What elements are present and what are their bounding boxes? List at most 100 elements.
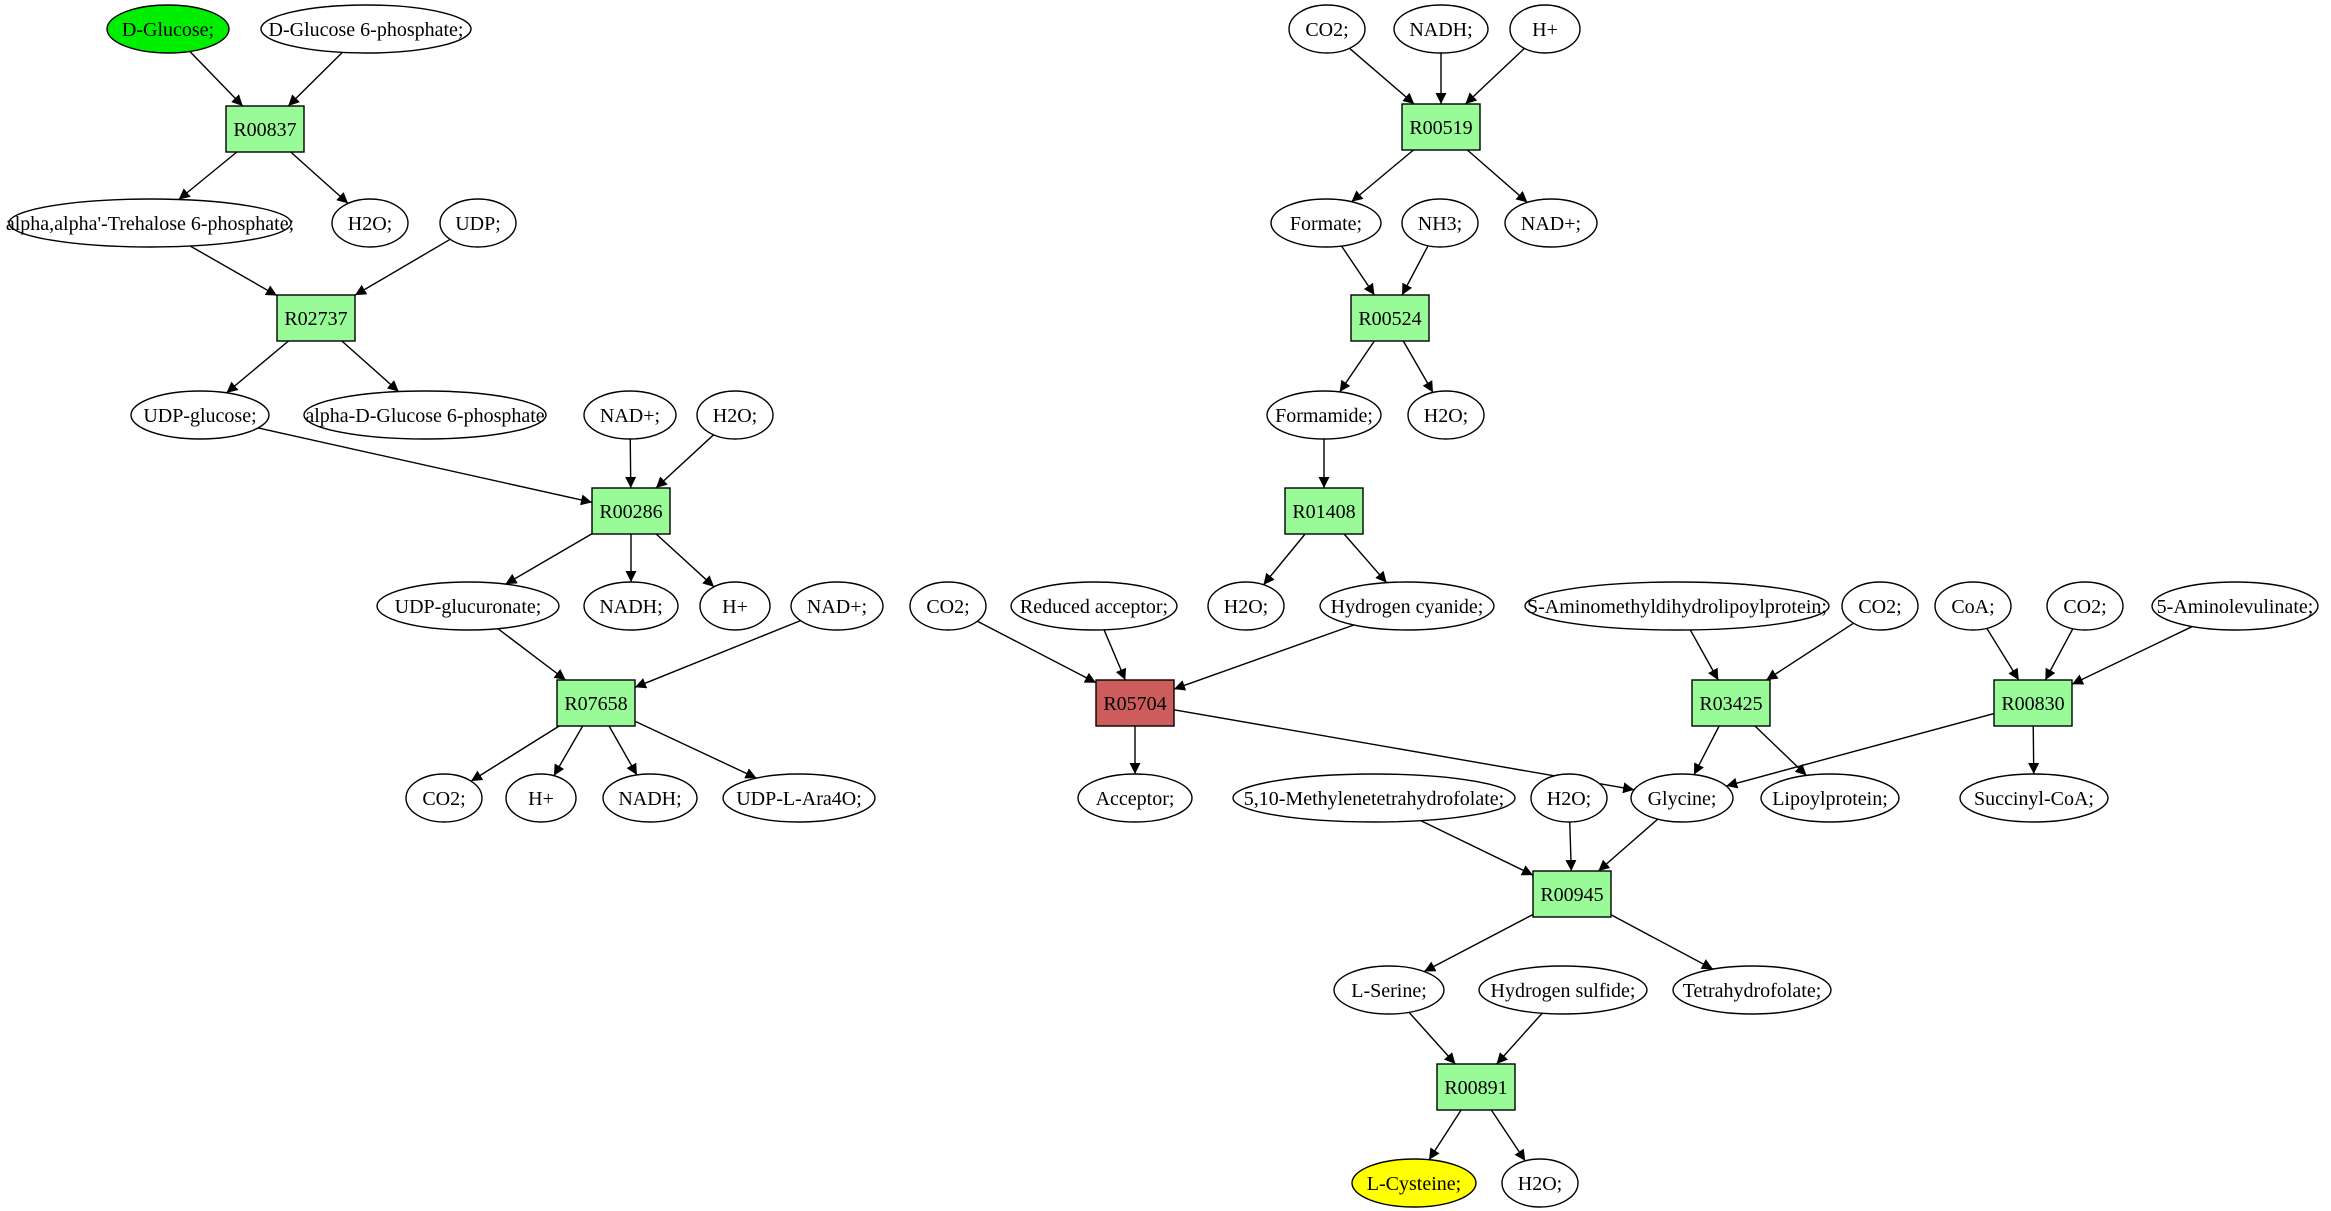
compound-node-c_nadh_2: NADH; [602, 773, 698, 823]
compound-ellipse [1207, 581, 1285, 631]
edge-r_R03425-to-c_lipoylprotein [1754, 725, 1807, 776]
compound-node-c_co2_5: CO2; [2046, 581, 2124, 631]
compound-label: S-Aminomethyldihydrolipoylprotein; [1527, 596, 1827, 618]
reaction-box [1401, 103, 1481, 151]
compound-label: Acceptor; [1096, 788, 1175, 810]
edge-c_coa-to-r_R00830 [1986, 627, 2020, 681]
edge-r_R02737-to-c_udpglucose [226, 340, 289, 394]
reaction-node-r_R00891: R00891 [1436, 1063, 1516, 1111]
compound-ellipse [909, 581, 987, 631]
edge-r_R00830-to-c_glycine [1726, 712, 1995, 789]
compound-node-c_nadp_1: NAD+; [583, 390, 677, 440]
edge-r_R00286-to-c_hplus_1 [655, 533, 715, 588]
edge-c_co2_2-to-r_R00519 [1349, 47, 1415, 105]
compound-node-c_formate: Formate; [1270, 198, 1382, 248]
compound-ellipse [696, 390, 774, 440]
reaction-node-r_R00945: R00945 [1532, 870, 1612, 918]
compound-node-c_mthf: 5,10-Methylenetetrahydrofolate; [1232, 773, 1516, 823]
compound-node-c_coa: CoA; [1934, 581, 2012, 631]
compound-label: 5-Aminolevulinate; [2157, 596, 2314, 618]
edge-r_R01408-to-c_hcn [1343, 533, 1388, 584]
compound-label: CO2; [422, 788, 465, 810]
compound-label: Glycine; [1648, 788, 1717, 810]
compound-ellipse [1077, 773, 1193, 823]
compound-label: H+ [722, 596, 748, 618]
compound-ellipse [1524, 581, 1830, 631]
compound-node-c_dg6p: D-Glucose 6-phosphate; [260, 4, 472, 54]
edge-c_dglucose-to-r_R00837 [189, 50, 244, 107]
edge-r_R00830-to-c_succoa [2028, 725, 2040, 775]
compound-node-c_adg6p: alpha-D-Glucose 6-phosphate [303, 390, 547, 440]
compound-ellipse [1509, 4, 1581, 54]
reaction-node-r_R01408: R01408 [1284, 487, 1364, 535]
reaction-label: R07658 [564, 693, 627, 715]
compound-label: NH3; [1418, 213, 1462, 235]
compound-node-c_nadh_3: NADH; [1393, 4, 1489, 54]
compound-ellipse [2046, 581, 2124, 631]
compound-node-c_co2_1: CO2; [405, 773, 483, 823]
compound-ellipse [439, 198, 517, 248]
compound-label: Formamide; [1275, 405, 1373, 427]
compound-label: CO2; [1305, 19, 1348, 41]
compound-ellipse [405, 773, 483, 823]
compound-node-c_5ala: 5-Aminolevulinate; [2151, 581, 2319, 631]
compound-ellipse [106, 4, 230, 54]
reaction-box [556, 679, 636, 727]
compound-ellipse [376, 581, 560, 631]
edge-c_udpglucuronate-to-r_R07658 [497, 628, 567, 681]
compound-label: NADH; [599, 596, 662, 618]
compound-ellipse [1232, 773, 1516, 823]
compound-ellipse [1333, 965, 1445, 1015]
compound-node-c_glycine: Glycine; [1630, 773, 1734, 823]
compound-label: NADH; [1409, 19, 1472, 41]
compound-ellipse [1288, 4, 1366, 54]
edge-r_R03425-to-c_glycine [1693, 725, 1720, 775]
reaction-box [1993, 679, 2073, 727]
compound-node-c_acceptor: Acceptor; [1077, 773, 1193, 823]
compound-ellipse [1530, 773, 1608, 823]
compound-node-c_h2o_3: H2O; [1407, 390, 1485, 440]
compound-ellipse [1630, 773, 1734, 823]
edge-r_R01408-to-c_h2o_4 [1262, 533, 1306, 586]
compound-label: Tetrahydrofolate; [1683, 980, 1822, 1002]
compound-node-c_co2_3: CO2; [909, 581, 987, 631]
compound-label: NAD+; [600, 405, 660, 427]
compound-label: 5,10-Methylenetetrahydrofolate; [1244, 788, 1504, 810]
reaction-box [225, 105, 305, 153]
compound-node-c_udpglucuronate: UDP-glucuronate; [376, 581, 560, 631]
compound-label: L-Cysteine; [1367, 1173, 1461, 1195]
compound-node-c_nadp_2: NAD+; [790, 581, 884, 631]
compound-node-c_udpglucose: UDP-glucose; [130, 390, 270, 440]
compound-label: H+ [528, 788, 554, 810]
edge-c_nadp_2-to-r_R07658 [634, 620, 801, 689]
compound-node-c_h2o_5: H2O; [1530, 773, 1608, 823]
compound-label: CoA; [1951, 596, 1994, 618]
edge-c_formate-to-r_R00524 [1340, 245, 1376, 296]
compound-ellipse [1959, 773, 2109, 823]
compound-label: L-Serine; [1351, 980, 1427, 1002]
compound-ellipse [602, 773, 698, 823]
reaction-node-r_R00519: R00519 [1401, 103, 1481, 151]
edge-c_mthf-to-r_R00945 [1420, 820, 1534, 876]
reaction-node-r_R00524: R00524 [1350, 294, 1430, 342]
reaction-label: R00830 [2001, 693, 2064, 715]
edge-c_co2_4-to-r_R03425 [1765, 622, 1854, 681]
compound-label: Hydrogen sulfide; [1491, 980, 1636, 1002]
edge-c_co2_5-to-r_R00830 [2044, 628, 2074, 681]
reaction-label: R00524 [1358, 308, 1421, 330]
edge-c_nadp_1-to-r_R00286 [625, 438, 637, 489]
compound-ellipse [1270, 198, 1382, 248]
compound-ellipse [1501, 1158, 1579, 1208]
compound-ellipse [1934, 581, 2012, 631]
compound-label: alpha-D-Glucose 6-phosphate [305, 405, 544, 427]
edge-r_R00945-to-c_thf [1610, 914, 1714, 970]
compound-ellipse [1672, 965, 1832, 1015]
compound-ellipse [583, 581, 679, 631]
edge-r_R07658-to-c_hplus_2 [553, 725, 584, 777]
compound-node-c_udplara4o: UDP-L-Ara4O; [722, 773, 876, 823]
compound-label: UDP-L-Ara4O; [736, 788, 862, 810]
edge-c_h2o_2-to-r_R00286 [655, 434, 715, 489]
compound-ellipse [1351, 1158, 1477, 1208]
edge-r_R00524-to-c_h2o_3 [1402, 340, 1434, 393]
